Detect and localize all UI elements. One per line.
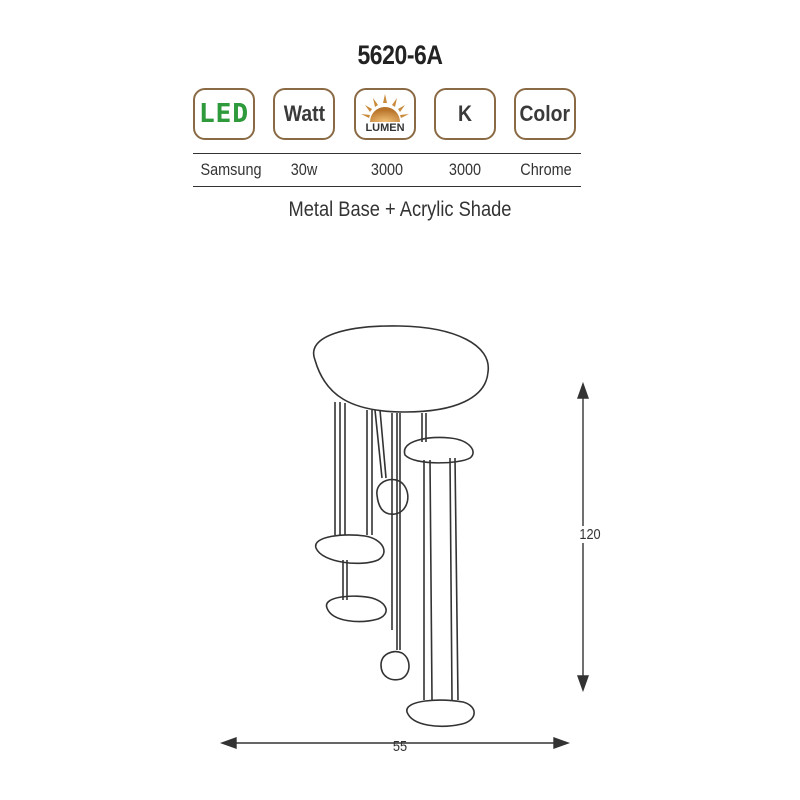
- spec-color-value: Chrome: [520, 160, 572, 179]
- led-badge: LED: [193, 88, 255, 140]
- material-description: Metal Base + Acrylic Shade: [288, 198, 512, 221]
- width-dimension-label: 55: [392, 738, 408, 755]
- led-badge-label: LED: [199, 99, 249, 129]
- watt-badge: Watt: [273, 88, 335, 140]
- spec-divider-bottom: [193, 186, 581, 187]
- shade-2: [376, 478, 409, 515]
- shade-4: [326, 595, 387, 623]
- kelvin-badge: K: [434, 88, 496, 140]
- height-dimension-label: 120: [573, 526, 607, 543]
- shade-1: [403, 436, 474, 464]
- shade-5: [380, 650, 410, 681]
- spec-divider-top: [193, 153, 581, 154]
- cables: [334, 402, 459, 701]
- spec-kelvin-value: 3000: [448, 160, 482, 179]
- spec-watt-value: 30w: [290, 160, 318, 179]
- model-number: 5620-6A: [357, 40, 443, 70]
- watt-badge-label: Watt: [283, 101, 325, 126]
- lumen-badge-label: LUMEN: [365, 122, 405, 134]
- ceiling-canopy: [312, 325, 489, 413]
- lumen-badge: LUMEN: [354, 88, 416, 140]
- width-dimension-line: [219, 737, 571, 749]
- shade-6: [406, 699, 475, 728]
- sun-icon: [361, 94, 409, 122]
- spec-lumen-value: 3000: [370, 160, 404, 179]
- color-badge: Color: [514, 88, 576, 140]
- color-badge-label: Color: [519, 101, 571, 126]
- shade-3: [315, 534, 385, 565]
- spec-led-value: Samsung: [200, 160, 262, 179]
- kelvin-badge-label: K: [458, 101, 472, 126]
